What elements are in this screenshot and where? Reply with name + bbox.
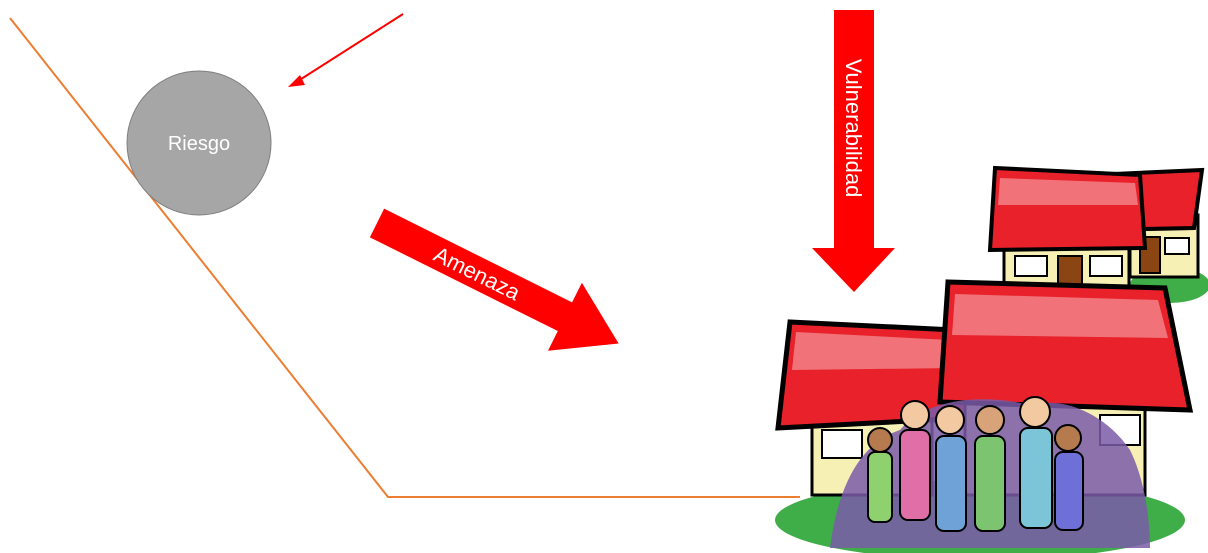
- vulnerability-arrow: Vulnerabilidad: [812, 10, 895, 292]
- risk-node: Riesgo: [126, 70, 272, 216]
- crowd: [867, 396, 1084, 532]
- slope-line: [9, 17, 800, 498]
- vulnerability-label: Vulnerabilidad: [841, 59, 866, 198]
- pointer-arrow: [288, 13, 404, 87]
- threat-arrow: Amenaza: [369, 208, 619, 351]
- risk-label: Riesgo: [168, 133, 230, 155]
- houses-community-icon: [775, 165, 1208, 553]
